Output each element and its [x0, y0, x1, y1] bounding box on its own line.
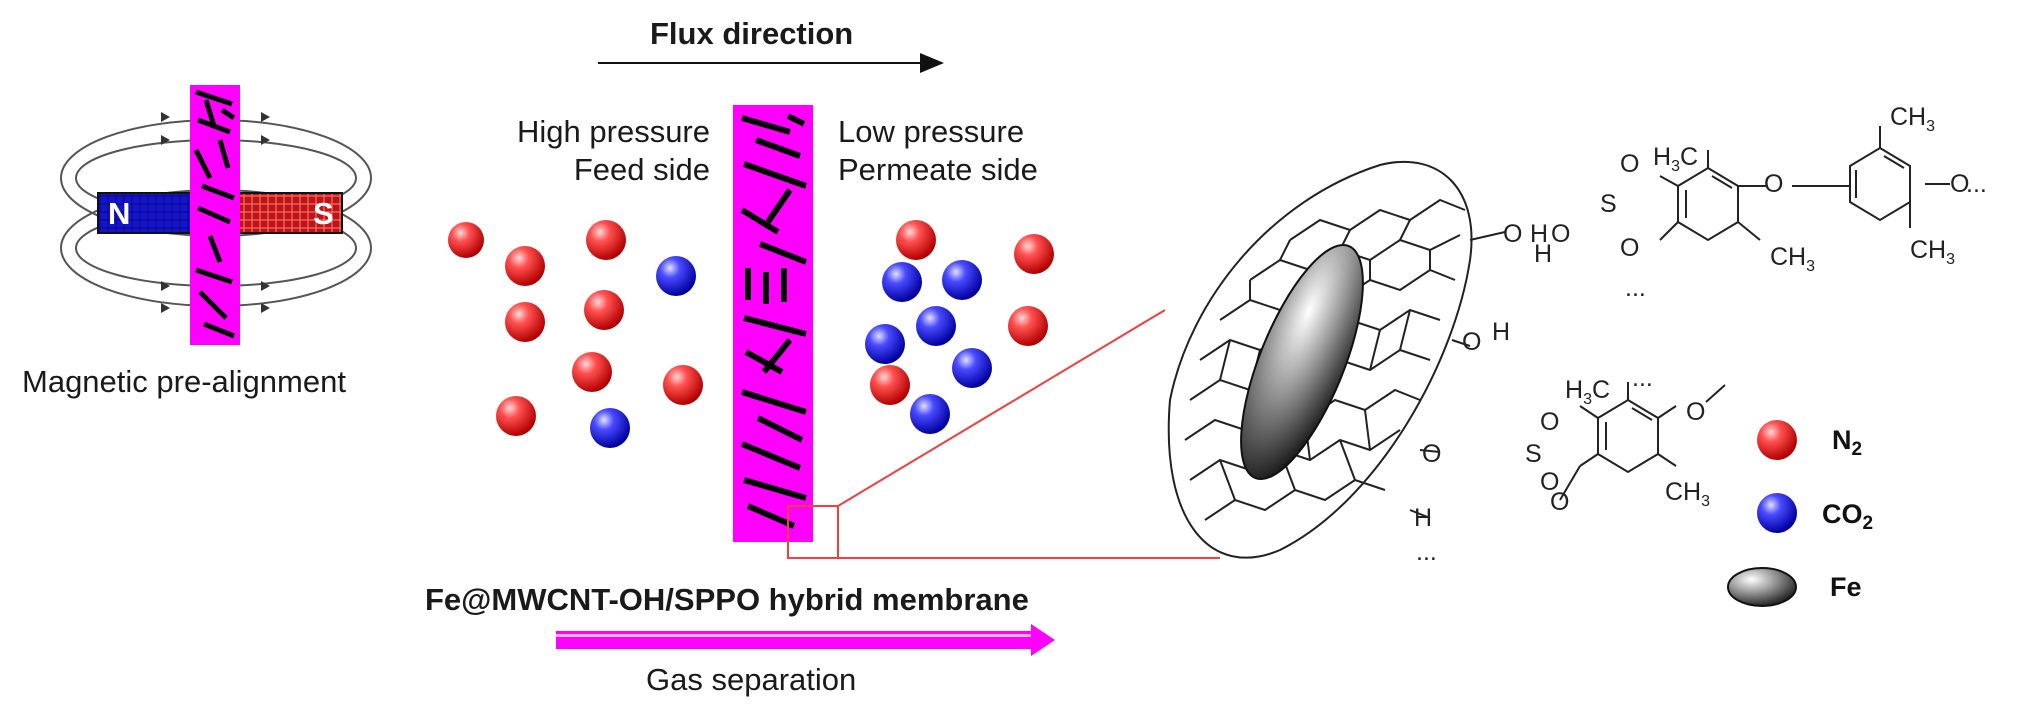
magnetic-prealignment-label: Magnetic pre-alignment: [22, 364, 346, 399]
high-pressure-label: High pressure: [517, 114, 710, 149]
legend-fe-label: Fe: [1830, 572, 1862, 602]
chem-o-5: O: [1950, 170, 1969, 198]
permeate-co2-molecules: [865, 260, 992, 434]
nanotube-marks-main: [740, 113, 808, 529]
nanotube-marks-small: [193, 89, 236, 339]
permeate-side-label: Permeate side: [838, 152, 1038, 187]
chem-h3c-2: H3C: [1565, 376, 1610, 408]
fe-nanoparticle: [1240, 244, 1364, 480]
feed-n2-molecules: [448, 220, 703, 436]
polymer-bonds: [1409, 126, 1950, 519]
flux-direction-label: Flux direction: [650, 16, 854, 51]
chem-ch3-3: CH3: [1910, 236, 1955, 268]
legend-fe-swatch: [1727, 567, 1797, 607]
chem-o-8: O: [1540, 468, 1559, 496]
chem-ch3-1: CH3: [1890, 103, 1935, 135]
feed-side-label: Feed side: [573, 152, 710, 187]
legend-n2-swatch: [1757, 420, 1797, 460]
chem-dash-o: O: [1551, 220, 1570, 248]
legend-co2-swatch: [1757, 493, 1797, 533]
chem-o-10: O: [1550, 488, 1569, 516]
magnet-north-pole: [97, 192, 209, 234]
chem-h-3: H: [1414, 504, 1432, 532]
feed-co2-molecules: [590, 256, 696, 448]
chem-o-4: O: [1764, 170, 1783, 198]
chem-h3c-1: H3C: [1653, 143, 1698, 175]
gas-separation-arrow: [556, 624, 1055, 656]
legend-n2-label: N2: [1832, 425, 1862, 460]
chem-oh-o: O: [1462, 328, 1481, 356]
field-arrows: [161, 112, 270, 313]
gas-separation-label: Gas separation: [646, 662, 857, 697]
chem-oh-h: H: [1492, 318, 1510, 346]
chem-h-2: H: [1534, 240, 1552, 268]
low-pressure-label: Low pressure: [838, 114, 1025, 149]
chem-o-7: O: [1540, 408, 1559, 436]
chem-dots-2: ...: [1625, 274, 1646, 302]
chem-ch3-4: CH3: [1665, 478, 1710, 510]
chem-o-2: O: [1620, 150, 1639, 178]
zoom-lines: [787, 309, 1220, 559]
legend-co2-label: CO2: [1822, 499, 1873, 534]
magnet-north-label: N: [108, 196, 131, 231]
chem-dots-4: ...: [1416, 538, 1437, 566]
chemical-labels: O H H O O S O O O O H O O S O O H O CH3 …: [1414, 103, 1987, 566]
magnet-south-label: S: [313, 196, 334, 231]
chem-s-2: S: [1525, 440, 1542, 468]
chem-o-3: O: [1620, 234, 1639, 262]
chem-dots-3: ...: [1632, 364, 1653, 392]
chem-s-1: S: [1600, 190, 1617, 218]
membrane-label: Fe@MWCNT-OH/SPPO hybrid membrane: [425, 582, 1029, 617]
chem-dots-1: ...: [1966, 170, 1987, 198]
chem-o-9: O: [1686, 398, 1705, 426]
chem-o-1: O: [1503, 220, 1522, 248]
magnet-south-pole: [231, 192, 343, 234]
chem-h-1: H: [1530, 220, 1548, 248]
legend: N2 CO2 Fe: [1727, 420, 1873, 607]
chem-ch3-2: CH3: [1770, 243, 1815, 275]
chem-o-6: O: [1422, 440, 1441, 468]
permeate-n2-molecules: [870, 220, 1054, 405]
